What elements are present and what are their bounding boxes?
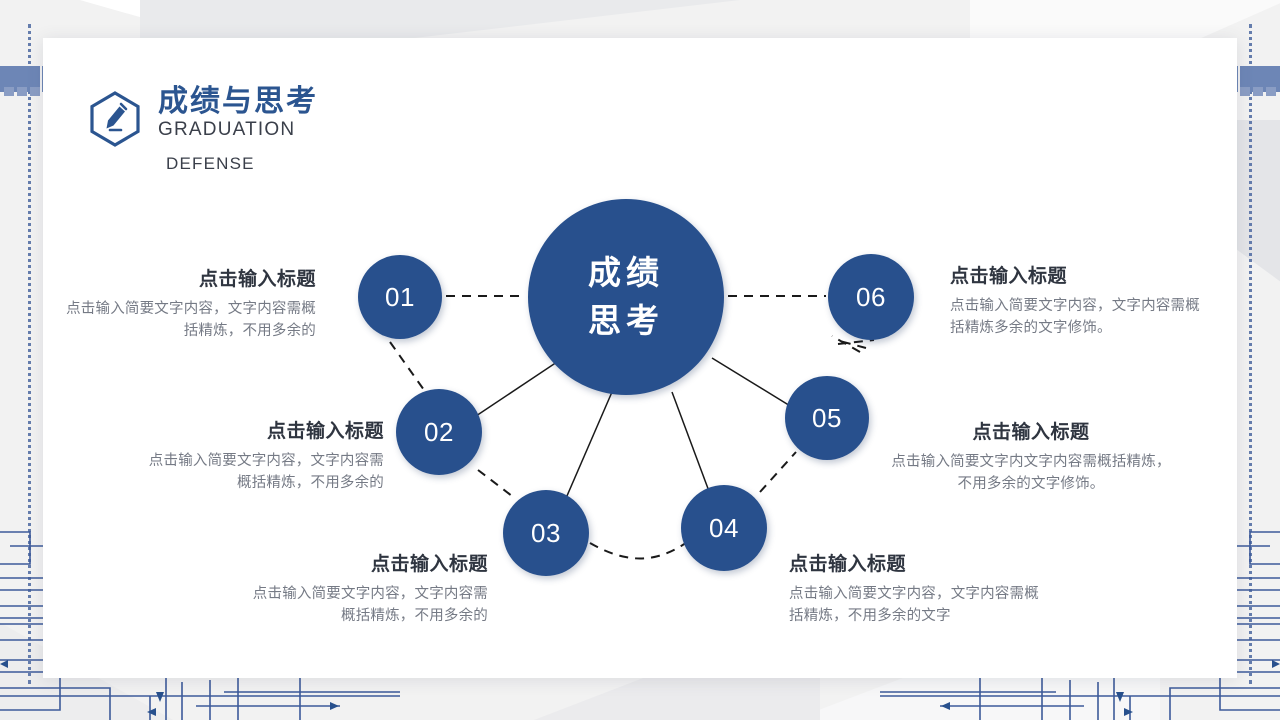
- decor-block: [1253, 87, 1263, 96]
- decor-block: [4, 87, 14, 96]
- decor-block: [17, 87, 27, 96]
- slide-card: 成绩与思考 GRADUATION DEFENSE: [43, 38, 1237, 678]
- page-title: 成绩与思考: [158, 85, 318, 118]
- dotted-guide-right: [1249, 24, 1252, 684]
- circuit-decoration-bottom-right: [880, 520, 1280, 720]
- slide-header: 成绩与思考 GRADUATION DEFENSE: [88, 86, 318, 174]
- decor-block: [30, 87, 40, 96]
- page-subtitle-secondary: DEFENSE: [166, 154, 255, 174]
- header-text-group: 成绩与思考 GRADUATION DEFENSE: [158, 86, 318, 174]
- hexagon-pencil-icon: [88, 90, 142, 153]
- page-subtitle: GRADUATION: [158, 118, 296, 140]
- dotted-guide-left: [28, 24, 31, 684]
- decor-block: [1240, 87, 1250, 96]
- decor-block: [1266, 87, 1276, 96]
